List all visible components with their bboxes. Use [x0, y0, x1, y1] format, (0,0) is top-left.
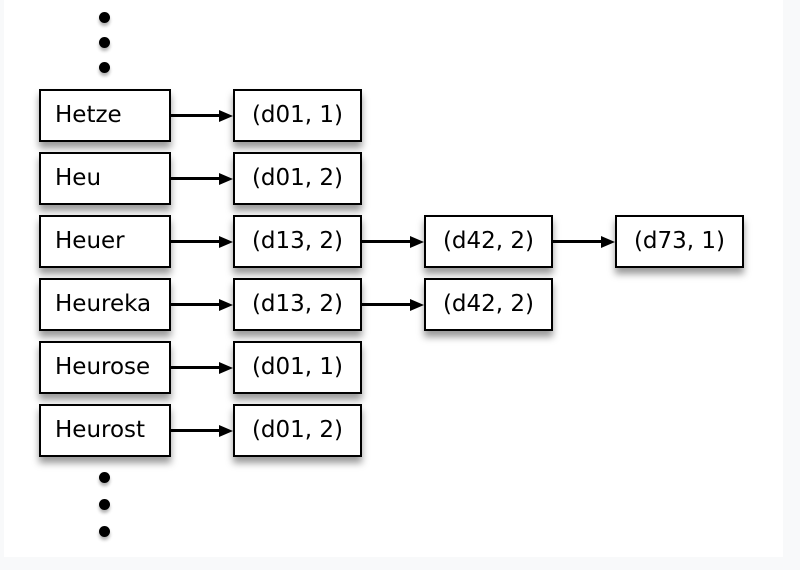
posting-box: (d42, 2) [424, 215, 553, 268]
posting-label: (d01, 1) [251, 102, 344, 128]
posting-label: (d42, 2) [442, 228, 535, 254]
term-box: Heurose [39, 341, 171, 394]
term-box: Heuer [39, 215, 171, 268]
index-row: Heu (d01, 2) [39, 152, 744, 205]
arrow-line [171, 240, 219, 243]
term-label: Heureka [55, 291, 152, 317]
ellipsis-top-icon [99, 12, 110, 73]
arrow-head [219, 235, 233, 248]
arrow-line [553, 240, 601, 243]
term-box: Heurost [39, 404, 171, 457]
index-row: Heurost (d01, 2) [39, 404, 744, 457]
ellipsis-bottom-icon [99, 472, 110, 537]
posting-box: (d01, 1) [233, 89, 362, 142]
posting-label: (d01, 2) [251, 165, 344, 191]
arrow-head [601, 235, 615, 248]
arrow-head [219, 424, 233, 437]
arrow-right-icon [171, 341, 233, 394]
posting-box: (d13, 2) [233, 278, 362, 331]
arrow-head [219, 298, 233, 311]
index-row: Hetze (d01, 1) [39, 89, 744, 142]
posting-label: (d42, 2) [442, 291, 535, 317]
arrow-right-icon [553, 215, 615, 268]
posting-box: (d73, 1) [615, 215, 744, 268]
diagram-canvas: Hetze (d01, 1) Heu (d01, 2) Heuer (d13, … [4, 0, 783, 557]
dot-icon [99, 472, 110, 483]
posting-label: (d01, 2) [251, 417, 344, 443]
arrow-line [171, 177, 219, 180]
arrow-right-icon [362, 278, 424, 331]
term-label: Heurost [55, 417, 146, 443]
dot-icon [99, 62, 110, 73]
posting-box: (d01, 1) [233, 341, 362, 394]
arrow-right-icon [171, 215, 233, 268]
arrow-head [219, 361, 233, 374]
index-row: Heureka (d13, 2) (d42, 2) [39, 278, 744, 331]
arrow-right-icon [171, 152, 233, 205]
term-label: Heuer [55, 228, 125, 254]
dot-icon [99, 37, 110, 48]
arrow-head [219, 172, 233, 185]
arrow-head [410, 298, 424, 311]
arrow-line [362, 240, 410, 243]
term-label: Heurose [55, 354, 151, 380]
term-label: Heu [55, 165, 102, 191]
term-label: Hetze [55, 102, 122, 128]
arrow-head [219, 109, 233, 122]
posting-box: (d42, 2) [424, 278, 553, 331]
dot-icon [99, 499, 110, 510]
term-box: Heu [39, 152, 171, 205]
dot-icon [99, 526, 110, 537]
arrow-right-icon [362, 215, 424, 268]
posting-box: (d13, 2) [233, 215, 362, 268]
arrow-line [171, 366, 219, 369]
inverted-index-rows: Hetze (d01, 1) Heu (d01, 2) Heuer (d13, … [39, 89, 744, 457]
arrow-right-icon [171, 404, 233, 457]
term-box: Hetze [39, 89, 171, 142]
term-box: Heureka [39, 278, 171, 331]
arrow-right-icon [171, 278, 233, 331]
posting-label: (d13, 2) [251, 228, 344, 254]
arrow-line [171, 429, 219, 432]
dot-icon [99, 12, 110, 23]
index-row: Heurose (d01, 1) [39, 341, 744, 394]
index-row: Heuer (d13, 2) (d42, 2) (d73, 1) [39, 215, 744, 268]
posting-label: (d01, 1) [251, 354, 344, 380]
arrow-line [171, 114, 219, 117]
arrow-right-icon [171, 89, 233, 142]
posting-label: (d13, 2) [251, 291, 344, 317]
posting-box: (d01, 2) [233, 404, 362, 457]
posting-label: (d73, 1) [633, 228, 726, 254]
arrow-line [362, 303, 410, 306]
arrow-head [410, 235, 424, 248]
posting-box: (d01, 2) [233, 152, 362, 205]
arrow-line [171, 303, 219, 306]
